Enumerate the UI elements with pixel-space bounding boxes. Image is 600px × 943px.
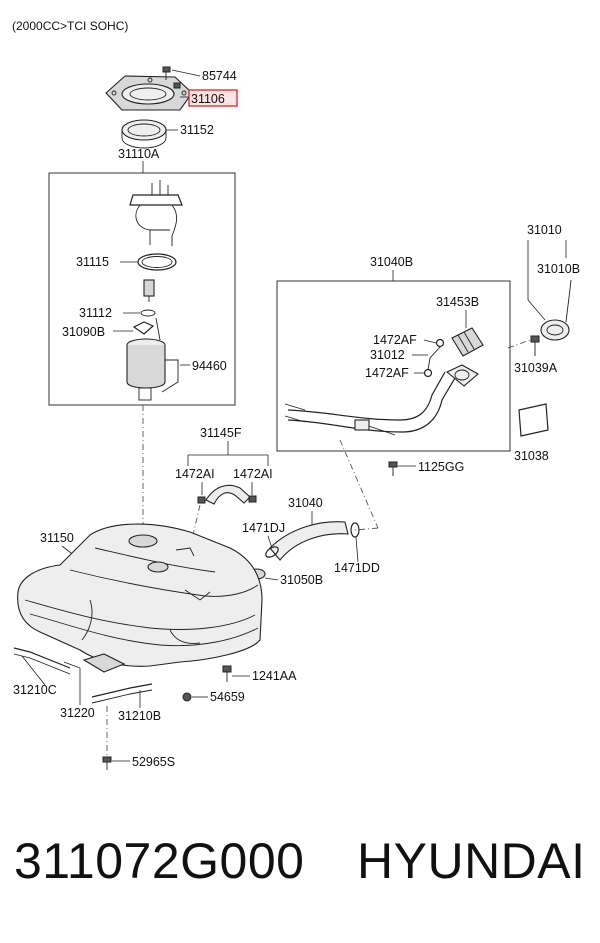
bolt-1125GG <box>388 461 398 476</box>
fuel-cap-31010 <box>540 279 572 341</box>
strap-31210B <box>91 683 153 704</box>
clamp-1471DD <box>350 522 360 538</box>
label-1472AI-right: 1472AI <box>233 467 273 481</box>
label-31210B: 31210B <box>118 709 161 723</box>
seal-ring-31115 <box>137 253 177 271</box>
label-31012: 31012 <box>370 348 405 362</box>
label-31039A: 31039A <box>514 361 558 375</box>
label-1472AF-lower: 1472AF <box>365 366 409 380</box>
label-1472AF-upper: 1472AF <box>373 333 417 347</box>
label-52965S: 52965S <box>132 755 175 769</box>
label-31038: 31038 <box>514 449 549 463</box>
engine-note: (2000CC>TCI SOHC) <box>12 19 128 33</box>
holder-31090B <box>132 317 161 341</box>
clamp-1472AF-lower <box>423 368 433 378</box>
pump-reservoir <box>126 338 179 401</box>
vent-hose-31012 <box>427 346 441 371</box>
nut-54659 <box>182 692 192 702</box>
part-number: 311072G000 <box>14 833 305 889</box>
label-31040B: 31040B <box>370 255 413 269</box>
filler-neck-box <box>276 280 511 452</box>
label-31112: 31112 <box>79 306 112 320</box>
label-1472AI-left: 1472AI <box>175 467 215 481</box>
pump-flange <box>129 180 183 246</box>
filler-neck-pipe <box>284 371 456 436</box>
filler-flange <box>445 364 479 387</box>
canister-31453B <box>451 327 484 357</box>
brand-name: HYUNDAI <box>357 833 586 889</box>
label-1241AA: 1241AA <box>252 669 297 683</box>
filler-hose-31040 <box>269 521 349 561</box>
bolt-31039A <box>530 335 540 356</box>
label-54659: 54659 <box>210 690 245 704</box>
fuel-tank-31150 <box>17 523 263 667</box>
label-31150: 31150 <box>40 531 74 545</box>
strap-31210C <box>13 647 71 675</box>
label-31050B: 31050B <box>280 573 323 587</box>
breather-hose-31145F <box>197 484 257 505</box>
filler-door-31038 <box>518 403 549 437</box>
label-31010B: 31010B <box>537 262 580 276</box>
label-31220: 31220 <box>60 706 95 720</box>
label-94460: 94460 <box>192 359 227 373</box>
label-31210C: 31210C <box>13 683 57 697</box>
label-31090B: 31090B <box>62 325 105 339</box>
bolt-52965S <box>102 756 112 770</box>
highlight-box-31106 <box>188 89 238 107</box>
label-31040: 31040 <box>288 496 323 510</box>
pump-module-box <box>48 172 236 406</box>
label-85744: 85744 <box>202 69 237 83</box>
label-31110A: 31110A <box>118 147 160 161</box>
label-31453B: 31453B <box>436 295 479 309</box>
clamp-1471DJ <box>265 546 279 558</box>
o-ring-31112 <box>140 309 156 317</box>
label-31152: 31152 <box>180 123 214 137</box>
bolt-85744 <box>162 66 181 89</box>
pad-31220 <box>82 653 126 673</box>
label-1125GG: 1125GG <box>418 460 464 474</box>
parts-diagram: (2000CC>TCI SOHC) 85744 31106 31152 3111… <box>12 19 580 770</box>
label-31115: 31115 <box>76 255 109 269</box>
label-31106: 31106 <box>191 92 225 106</box>
lock-ring-31152 <box>121 119 167 149</box>
label-31145F: 31145F <box>200 426 242 440</box>
label-1471DJ: 1471DJ <box>242 521 285 535</box>
label-1471DD: 1471DD <box>334 561 380 575</box>
clamp-1472AF-upper <box>435 338 445 348</box>
label-31010: 31010 <box>527 223 562 237</box>
pump-cover-plate <box>105 75 193 111</box>
bolt-1241AA <box>222 665 232 682</box>
filter-31112 <box>143 279 155 302</box>
